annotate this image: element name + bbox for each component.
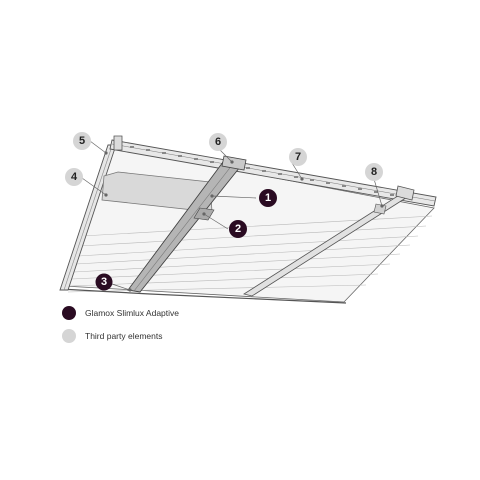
rail-hanger [113, 135, 123, 151]
callout-number: 6 [215, 136, 221, 148]
light-track [127, 155, 247, 293]
callout-badge [95, 273, 113, 291]
callout-5: 5 [73, 132, 91, 150]
legend-item-third-party: Third party elements [62, 329, 162, 343]
callout-badge [65, 168, 83, 186]
callout-4: 4 [65, 168, 83, 186]
legend-swatch [62, 329, 76, 343]
callout-2: 2 [229, 220, 247, 238]
callout-number: 2 [235, 223, 241, 235]
callout-1: 1 [259, 189, 277, 207]
callout-number: 7 [295, 151, 301, 163]
callout-3: 3 [95, 273, 113, 291]
callout-number: 4 [71, 171, 78, 183]
callout-6: 6 [209, 133, 227, 151]
callout-badge [209, 133, 227, 151]
leader-dots [104, 151, 384, 292]
callout-number: 8 [371, 166, 377, 178]
callout-badge [229, 220, 247, 238]
legend-label: Glamox Slimlux Adaptive [85, 308, 180, 318]
callout-badge [73, 132, 91, 150]
legend-swatch [62, 306, 76, 320]
cross-carrier [243, 185, 415, 297]
legend-label: Third party elements [85, 331, 163, 341]
callout-number: 3 [101, 276, 107, 288]
callout-badge [259, 189, 277, 207]
front-edge [59, 288, 347, 304]
legend-item-glamox: Glamox Slimlux Adaptive [62, 306, 179, 320]
callout-badge [365, 163, 383, 181]
callout-7: 7 [289, 148, 307, 166]
ceiling-slats [67, 215, 433, 293]
callout-number: 5 [79, 135, 85, 147]
callout-number: 1 [265, 192, 271, 204]
leader-lines [81, 140, 383, 291]
callout-badge [289, 148, 307, 166]
callout-8: 8 [365, 163, 383, 181]
